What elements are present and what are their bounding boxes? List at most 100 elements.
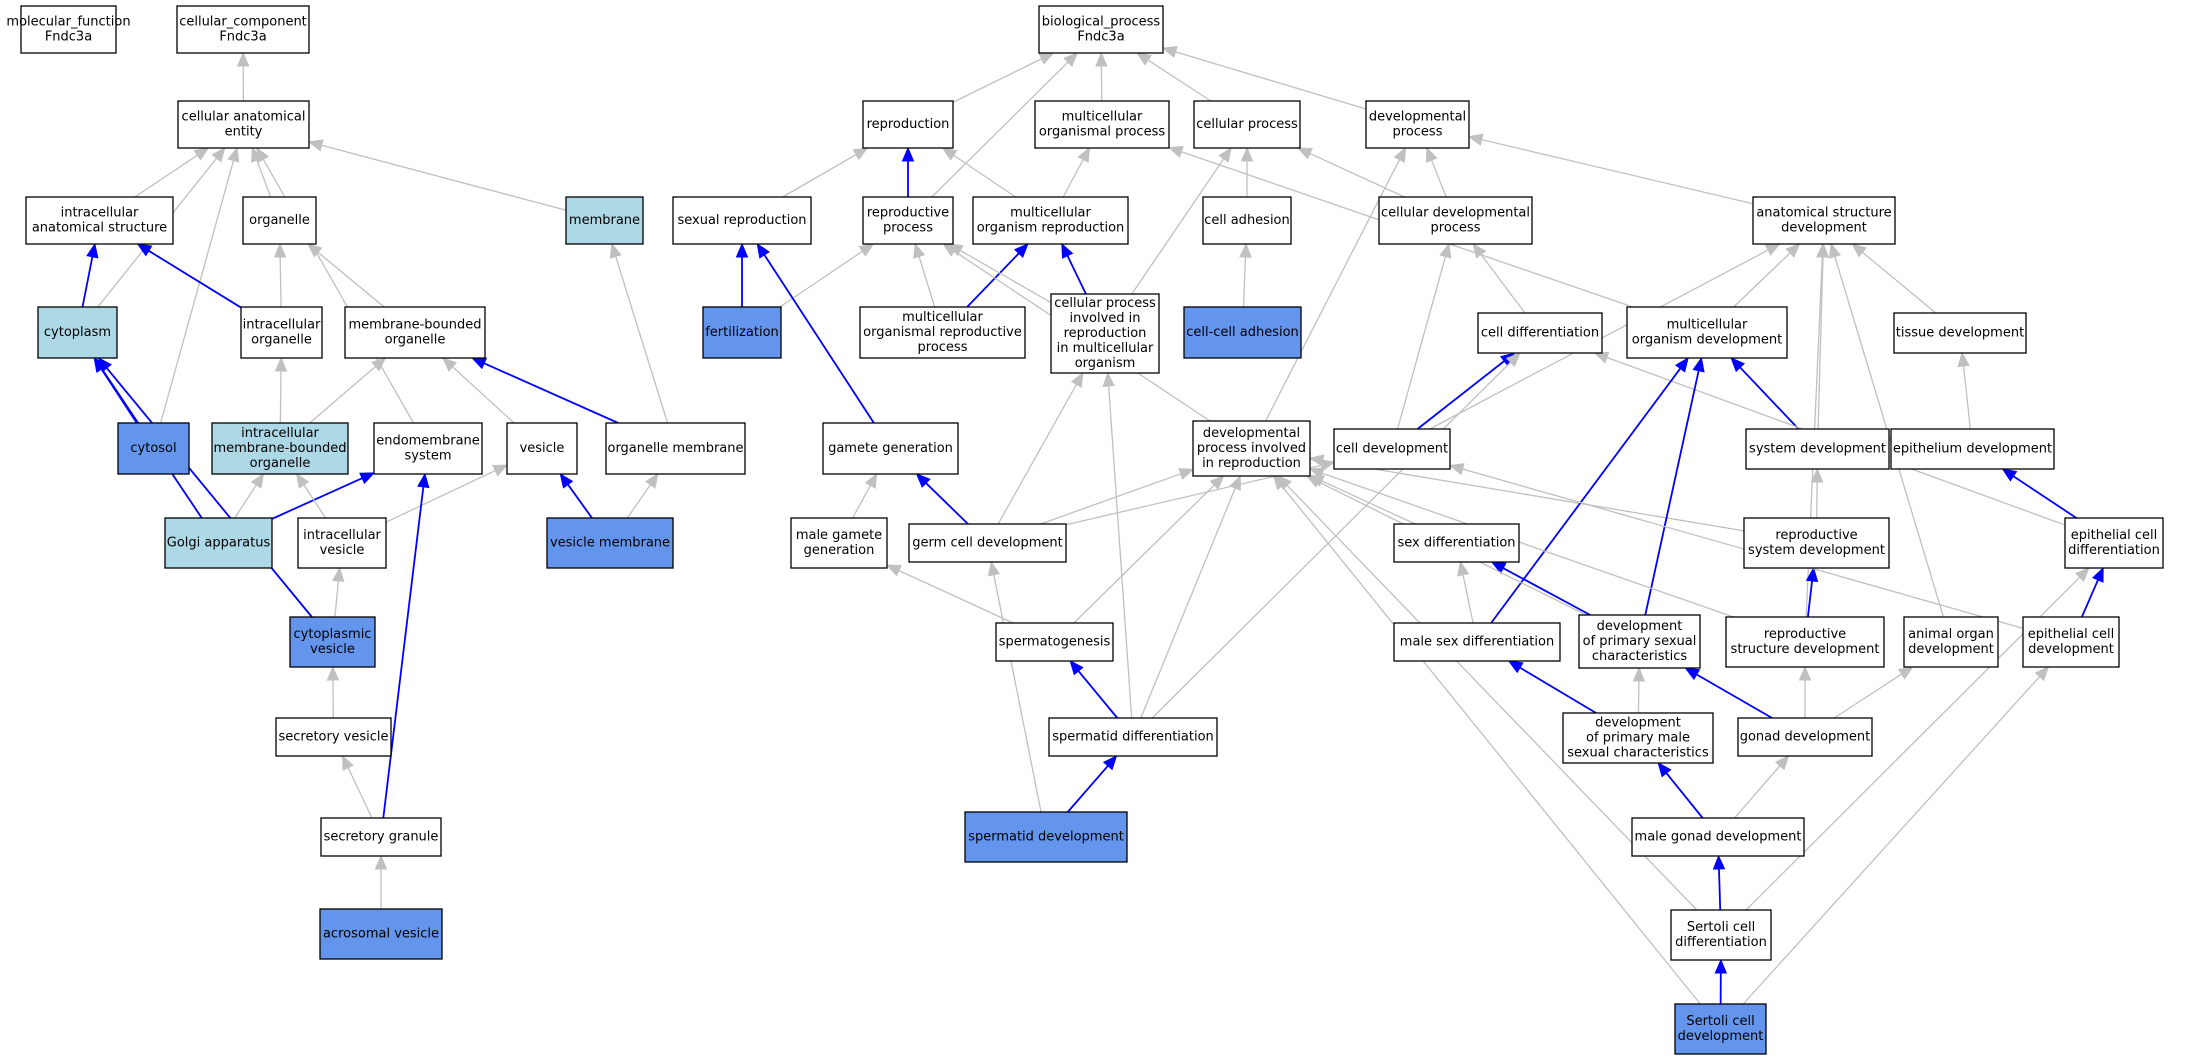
term-node-spermatid-differentiation[interactable]: spermatid differentiation [1048, 717, 1218, 757]
term-node-reproduction[interactable]: reproduction [862, 100, 954, 149]
edge-is-a-membrane-to-cellular-anatomical-entity [321, 144, 567, 211]
edge-arrowhead [1069, 660, 1084, 676]
term-label-line: male gonad development [1635, 830, 1802, 845]
term-node-organelle[interactable]: organelle [242, 196, 317, 245]
term-node-spermatogenesis[interactable]: spermatogenesis [995, 622, 1114, 662]
term-node-box [1725, 616, 1885, 668]
term-node-golgi-apparatus[interactable]: Golgi apparatus [164, 517, 273, 569]
term-node-secretory-granule[interactable]: secretory granule [320, 817, 442, 857]
edge-arrowhead [211, 146, 226, 163]
term-node-secretory-vesicle[interactable]: secretory vesicle [275, 717, 392, 757]
term-label-line: cellular process [1054, 296, 1156, 311]
term-label-line: molecular_function [6, 15, 130, 30]
term-node-system-development[interactable]: system development [1745, 428, 1890, 470]
term-node-acrosomal-vesicle[interactable]: acrosomal vesicle [319, 908, 443, 960]
term-node-tissue-development[interactable]: tissue development [1893, 312, 2027, 354]
term-label-line: development [1678, 1029, 1764, 1044]
edge-is-a-reproductive-system-development-to-developmental-process-reproduction [1322, 459, 1745, 532]
edge-is-a-spermatid-differentiation-to-cellular-process-reproduction [1107, 385, 1133, 719]
term-label-line: intracellular [243, 318, 321, 333]
term-node-fertilization[interactable]: fertilization [702, 306, 782, 359]
edge-arrowhead [1957, 351, 1970, 368]
term-node-male-sex-differentiation[interactable]: male sex differentiation [1393, 622, 1561, 662]
edge-arrowhead [1305, 475, 1322, 488]
term-node-membrane[interactable]: membrane [565, 196, 644, 245]
edge-is-a-membrane-bounded-organelle-to-organelle [317, 251, 385, 308]
term-node-box [1333, 428, 1451, 470]
term-node-vesicle[interactable]: vesicle [506, 422, 578, 475]
term-node-cytosol[interactable]: cytosol [117, 422, 190, 475]
term-node-cell-adhesion[interactable]: cell adhesion [1202, 196, 1292, 245]
term-label-line: anatomical structure [32, 221, 167, 236]
term-node-spermatid-development[interactable]: spermatid development [964, 811, 1128, 863]
term-label-line: vesicle [310, 642, 355, 657]
edge-arrowhead [136, 243, 153, 257]
term-node-sex-differentiation[interactable]: sex differentiation [1393, 523, 1520, 563]
edge-arrowhead [1448, 463, 1465, 476]
term-label-line: membrane-bounded [348, 318, 481, 333]
edge-is-a-system-development-to-anatomical-structure-development [1817, 256, 1824, 430]
term-node-cell-cell-adhesion[interactable]: cell-cell adhesion [1183, 306, 1302, 359]
term-node-gamete-generation[interactable]: gamete generation [822, 422, 959, 475]
edge-arrowhead [326, 665, 340, 681]
term-node-male-gonad-development[interactable]: male gonad development [1631, 817, 1805, 857]
edge-arrowhead [1229, 474, 1241, 491]
edge-is-a-germ-cell-development-to-cellular-process-reproduction [997, 384, 1078, 525]
term-node-epithelium-development[interactable]: epithelium development [1890, 428, 2055, 470]
term-node-gonad-development[interactable]: gonad development [1737, 717, 1873, 757]
term-node-cell-differentiation[interactable]: cell differentiation [1477, 312, 1603, 354]
term-node-organelle-membrane[interactable]: organelle membrane [605, 422, 746, 475]
term-label-line: intracellular [241, 426, 319, 441]
term-label-line: differentiation [2068, 543, 2160, 558]
edges-layer [81, 46, 2104, 1005]
edge-arrowhead [1828, 242, 1841, 259]
edge-part-of-germ-cell-development-to-gamete-generation [925, 482, 969, 525]
edge-arrowhead [2092, 566, 2104, 583]
term-node-cellular-process[interactable]: cellular process [1193, 100, 1301, 149]
term-node-cell-development[interactable]: cell development [1333, 428, 1451, 470]
term-node-germ-cell-development[interactable]: germ cell development [908, 523, 1067, 563]
term-node-box [605, 422, 746, 475]
term-node-sexual-reproduction[interactable]: sexual reproduction [672, 196, 812, 245]
term-node-cytoplasm[interactable]: cytoplasm [37, 306, 118, 359]
term-node-vesicle-membrane[interactable]: vesicle membrane [546, 517, 674, 569]
edge-part-of-development-primary-male-to-male-sex-differentiation [1519, 666, 1597, 714]
edge-arrowhead [559, 472, 574, 489]
term-label-line: development [1908, 642, 1994, 657]
edge-is-a-cell-differentiation-to-cellular-developmental-process [1480, 254, 1526, 314]
term-label-line: epithelial cell [2071, 528, 2158, 543]
term-label-line: system development [1749, 442, 1886, 457]
term-label-line: involved in [1069, 311, 1140, 326]
